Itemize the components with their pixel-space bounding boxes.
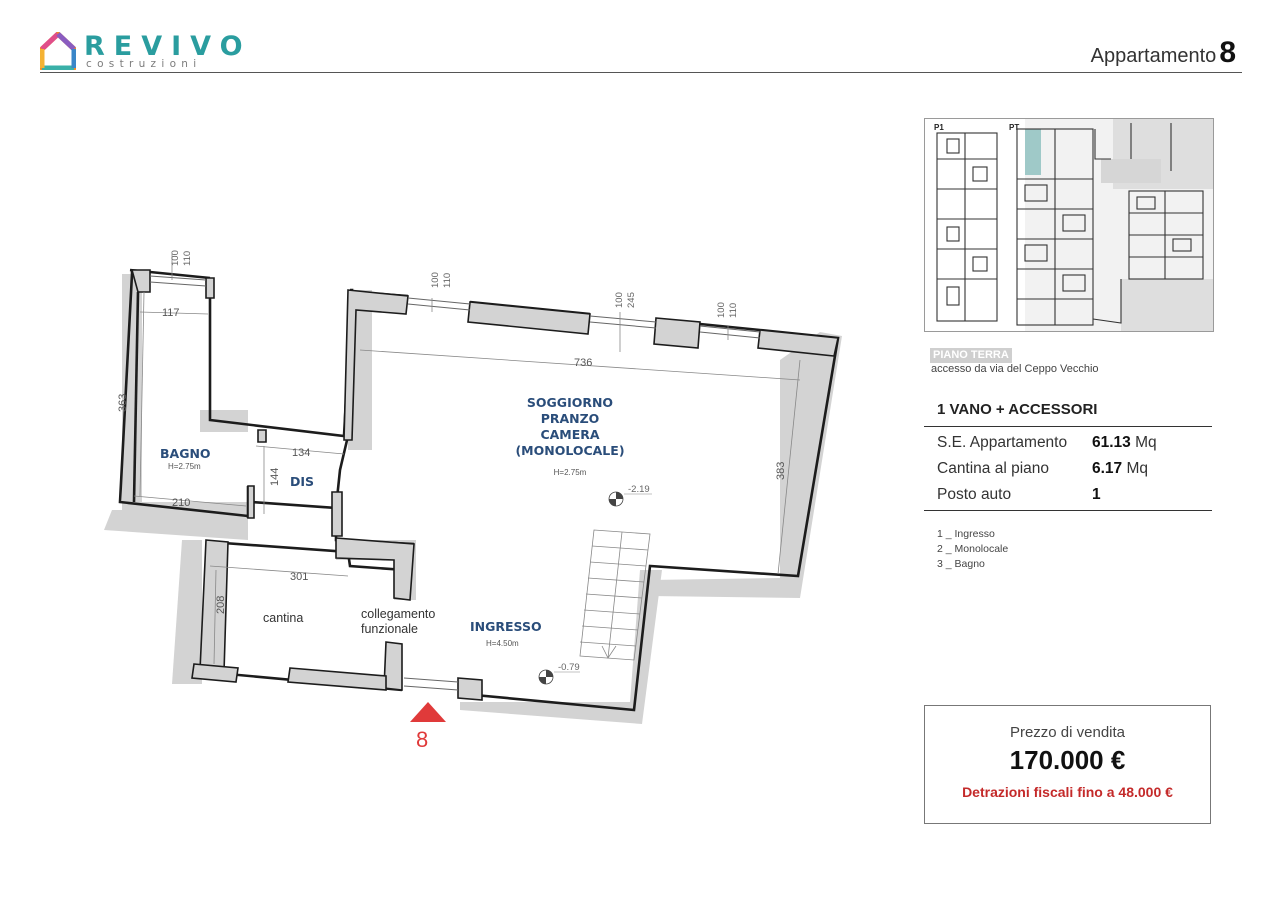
key-plan-thumbnail: P1 PT [924, 118, 1214, 332]
dim-window-4a: 100 [716, 302, 727, 318]
key-plan-drawing [936, 119, 1213, 331]
legend-item: 1 _ Ingresso [937, 528, 995, 540]
dim-301: 301 [290, 571, 308, 583]
dim-window-1b: 110 [182, 251, 193, 266]
room-dis: DIS [290, 474, 314, 489]
walls [118, 268, 840, 712]
dim-window-3b: 245 [626, 292, 637, 308]
room-ingresso: INGRESSO [470, 619, 542, 634]
dim-363: 363 [117, 394, 129, 412]
key-plan-label-pt: PT [1009, 123, 1020, 132]
price-label: Prezzo di vendita [1009, 724, 1126, 741]
room-cantina: cantina [263, 611, 303, 625]
key-plan-label-p1: P1 [934, 123, 944, 132]
spec-label: Cantina al piano [937, 460, 1050, 477]
level-marker-soggiorno [608, 491, 652, 507]
header-divider [40, 72, 1242, 73]
dim-134: 134 [292, 447, 310, 459]
tax-deduction-note: Detrazioni fiscali fino a 48.000 € [962, 784, 1173, 800]
dim-144: 144 [269, 468, 281, 486]
floor-plan: -2.19 -0.79 117 363 210 134 144 736 383 … [104, 250, 842, 752]
dim-736: 736 [574, 357, 592, 369]
spec-value: 61.13 [1092, 434, 1131, 451]
room-soggiorno-height: H=2.75m [554, 468, 587, 477]
brand-logo: REVIVO costruzioni [40, 32, 243, 72]
page-title-text: Appartamento [1090, 45, 1217, 67]
brand-tagline: costruzioni [86, 58, 202, 70]
price-value: 170.000 € [1009, 745, 1126, 775]
spec-row: Cantina al piano 6.17 Mq [937, 460, 1148, 478]
dim-window-3a: 100 [614, 292, 625, 308]
dim-window-1a: 100 [170, 250, 181, 266]
room-collegamento-line1: collegamento [361, 607, 435, 621]
room-soggiorno-line2: PRANZO [541, 411, 600, 426]
level-marker-ingresso [538, 669, 580, 685]
entry-marker-number: 8 [416, 727, 428, 752]
floor-tag: PIANO TERRA [930, 348, 1012, 363]
house-logo-icon [40, 32, 76, 70]
dim-210: 210 [172, 497, 190, 509]
spec-label: S.E. Appartamento [937, 434, 1068, 451]
dimension-lines [133, 254, 801, 665]
dim-window-4b: 110 [728, 303, 739, 318]
entry-arrow-icon [410, 702, 446, 722]
dim-208: 208 [215, 596, 227, 614]
dim-383: 383 [775, 462, 787, 480]
spec-unit: Mq [1126, 460, 1149, 477]
spec-row: Posto auto 1 [937, 486, 1101, 504]
dim-window-2a: 100 [430, 272, 441, 288]
legend-item: 2 _ Monolocale [937, 543, 1009, 555]
room-soggiorno-line1: SOGGIORNO [527, 395, 613, 410]
floor-access-note: accesso da via del Ceppo Vecchio [931, 363, 1099, 375]
dim-117: 117 [162, 307, 180, 319]
dim-window-2b: 110 [442, 273, 453, 288]
windows [149, 275, 761, 691]
room-collegamento-line2: funzionale [361, 622, 418, 636]
apartment-number: 8 [1219, 36, 1236, 69]
level-value-soggiorno: -2.19 [628, 484, 650, 495]
spec-row: S.E. Appartamento 61.13 Mq [937, 434, 1157, 452]
room-soggiorno-line4: (MONOLOCALE) [515, 443, 624, 458]
room-ingresso-height: H=4.50m [486, 639, 519, 648]
page-title: Appartamento 8 [1091, 36, 1236, 70]
price-box: Prezzo di vendita 170.000 € Detrazioni f… [924, 705, 1211, 824]
room-bagno: BAGNO [160, 446, 211, 461]
spec-value: 6.17 [1092, 460, 1123, 477]
spec-unit: Mq [1135, 434, 1157, 451]
room-legend: 1 _ Ingresso 2 _ Monolocale 3 _ Bagno [937, 527, 1008, 572]
room-bagno-height: H=2.75m [168, 462, 201, 471]
spec-value: 1 [1092, 486, 1101, 503]
specs-title: 1 VANO + ACCESSORI [937, 401, 1098, 418]
specs-top-divider [924, 426, 1212, 427]
specs-bottom-divider [924, 510, 1212, 511]
staircase [579, 529, 651, 661]
level-value-ingresso: -0.79 [558, 662, 580, 673]
room-soggiorno-line3: CAMERA [540, 427, 599, 442]
wall-blocks [130, 269, 839, 701]
brand-name: REVIVO [84, 31, 252, 62]
legend-item: 3 _ Bagno [937, 558, 985, 570]
key-plan-highlight [1025, 129, 1041, 175]
spec-label: Posto auto [937, 486, 1012, 503]
